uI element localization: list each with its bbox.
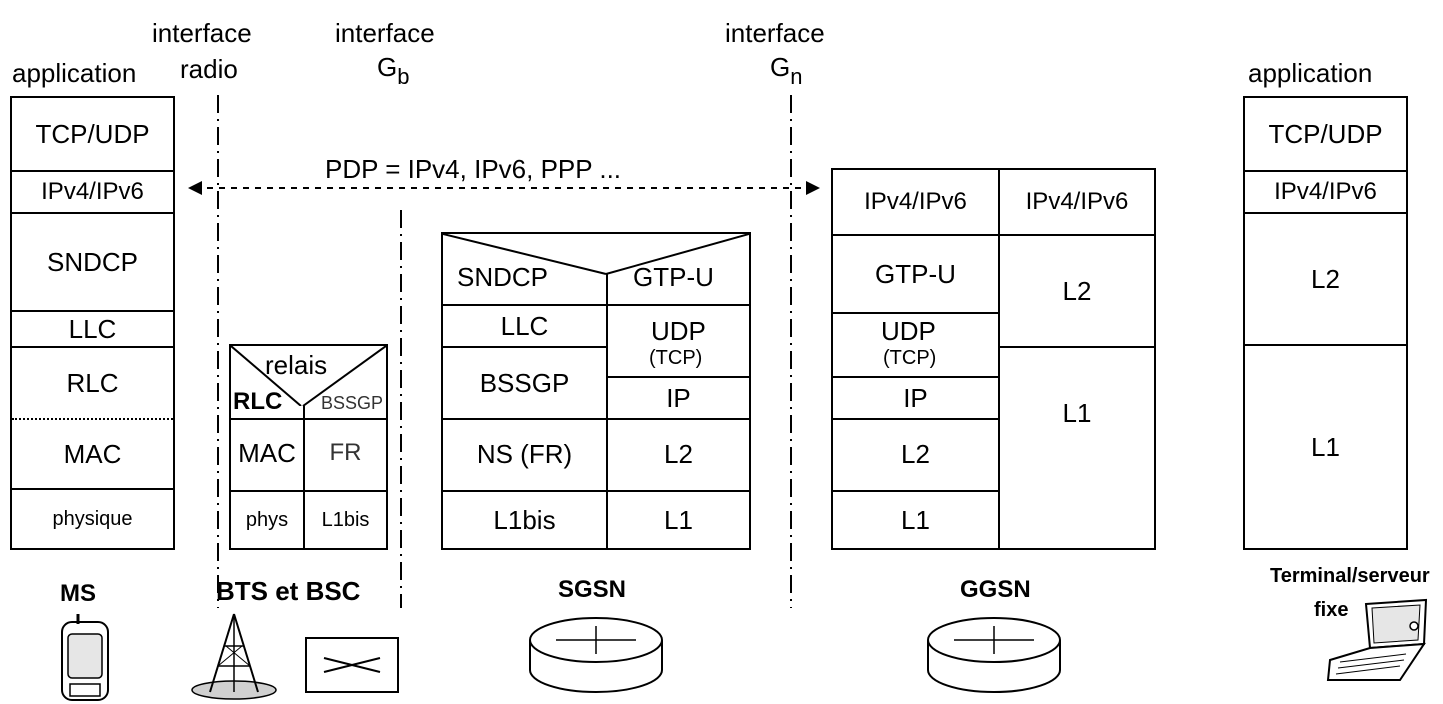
bts-layer-l1bis: L1bis xyxy=(321,508,370,531)
interface-gn-label-1: interface xyxy=(725,18,825,48)
ms-layer-physique: physique xyxy=(52,507,133,530)
divider xyxy=(608,376,749,378)
divider xyxy=(833,234,1154,236)
divider xyxy=(12,346,173,348)
divider xyxy=(443,418,749,420)
interface-gb-subscript: b xyxy=(397,64,410,89)
sgsn-layer-gtp-u: GTP-U xyxy=(633,262,714,292)
ms-application-label: application xyxy=(12,58,137,88)
ggsn-left-layer-l2: L2 xyxy=(901,438,930,469)
divider xyxy=(303,406,305,548)
divider xyxy=(833,418,998,420)
ms-layer-ip: IPv4/IPv6 xyxy=(41,178,144,205)
terminal-application-label: application xyxy=(1248,58,1373,88)
terminal-name-line-2: fixe xyxy=(1314,599,1349,621)
bts-layer-rlc: RLC xyxy=(233,388,283,415)
interface-gn-subscript: n xyxy=(790,64,803,89)
ms-layer-tcp-udp: TCP/UDP xyxy=(35,118,150,149)
ggsn-right-layer-l2: L2 xyxy=(1062,275,1092,306)
ms-layer-mac: MAC xyxy=(63,438,122,469)
divider xyxy=(1245,344,1406,346)
divider xyxy=(833,376,998,378)
interface-radio-label-2: radio xyxy=(180,54,238,84)
bts-relais-label: relais xyxy=(265,350,328,380)
sgsn-layer-l2: L2 xyxy=(664,438,693,469)
ggsn-router-icon xyxy=(927,617,1061,693)
divider-dotted xyxy=(12,418,173,420)
mobile-phone-icon xyxy=(61,614,109,701)
interface-radio-label-1: interface xyxy=(152,18,252,48)
sgsn-name: SGSN xyxy=(558,576,627,603)
terminal-layer-l1: L1 xyxy=(1311,431,1340,462)
ggsn-stack: IPv4/IPv6 IPv4/IPv6 GTP-U L2 UDP (TCP) I… xyxy=(831,168,1156,550)
ggsn-layer-tcp: (TCP) xyxy=(883,347,937,369)
sgsn-layer-ns-fr: NS (FR) xyxy=(476,438,573,469)
relais-triangle xyxy=(231,346,386,406)
divider xyxy=(443,490,749,492)
ggsn-layer-ip: IP xyxy=(903,382,928,413)
sgsn-router-icon xyxy=(529,617,663,693)
divider xyxy=(606,274,608,548)
terminal-layer-ip: IPv4/IPv6 xyxy=(1274,178,1377,205)
divider xyxy=(1000,346,1154,348)
ms-stack: TCP/UDP IPv4/IPv6 SNDCP LLC RLC MAC phys… xyxy=(10,96,175,550)
pdp-label: PDP = IPv4, IPv6, PPP ... xyxy=(325,154,622,184)
sgsn-layer-tcp: (TCP) xyxy=(649,347,703,369)
bts-stack: relais RLC BSSGP MAC FR phys L1bis xyxy=(229,344,388,550)
bts-layer-mac: MAC xyxy=(238,437,296,468)
interface-gn-label-2: Gn xyxy=(770,54,802,88)
pdp-arrow-left-head xyxy=(188,181,202,195)
divider xyxy=(833,312,998,314)
bts-layer-phys: phys xyxy=(245,508,289,531)
divider xyxy=(12,488,173,490)
antenna-tower-icon xyxy=(191,613,277,700)
divider xyxy=(12,212,173,214)
divider xyxy=(443,304,749,306)
divider xyxy=(12,310,173,312)
divider xyxy=(12,170,173,172)
ggsn-right-layer-l1: L1 xyxy=(1062,397,1092,428)
terminal-layer-tcp-udp: TCP/UDP xyxy=(1268,118,1383,149)
interface-gb-letter: G xyxy=(377,52,398,82)
ms-layer-sndcp: SNDCP xyxy=(46,246,138,277)
bts-layer-fr: FR xyxy=(329,439,362,466)
sgsn-stack: SNDCP GTP-U LLC UDP (TCP) BSSGP IP NS (F… xyxy=(441,232,751,550)
sgsn-relay-triangle xyxy=(443,234,749,275)
bts-layer-bssgp: BSSGP xyxy=(321,393,384,413)
divider xyxy=(443,346,606,348)
bts-name: BTS et BSC xyxy=(216,576,361,606)
sgsn-layer-l1bis: L1bis xyxy=(493,504,556,535)
ggsn-layer-gtp-u: GTP-U xyxy=(875,258,956,289)
ms-layer-llc: LLC xyxy=(68,313,117,344)
sgsn-layer-sndcp: SNDCP xyxy=(457,262,549,292)
interface-gb-label-2: Gb xyxy=(377,54,409,88)
divider xyxy=(1245,212,1406,214)
terminal-stack: TCP/UDP IPv4/IPv6 L2 L1 xyxy=(1243,96,1408,550)
sgsn-layer-ip: IP xyxy=(666,382,691,413)
ggsn-layer-udp: UDP xyxy=(881,316,936,346)
divider xyxy=(998,170,1000,548)
ggsn-right-layer-ip: IPv4/IPv6 xyxy=(1025,188,1129,215)
bsc-equipment-icon xyxy=(305,637,399,693)
pdp-arrow-right-head xyxy=(806,181,820,195)
sgsn-layer-llc: LLC xyxy=(500,310,549,341)
interface-gn-letter: G xyxy=(770,52,791,82)
ggsn-left-layer-ip: IPv4/IPv6 xyxy=(864,188,967,215)
ms-layer-rlc: RLC xyxy=(66,367,119,398)
sgsn-layer-udp: UDP xyxy=(651,316,706,346)
divider xyxy=(1245,170,1406,172)
terminal-name-line-1: Terminal/serveur xyxy=(1270,565,1430,587)
sgsn-layer-l1: L1 xyxy=(664,504,693,535)
divider xyxy=(231,418,386,420)
interface-gb-label-1: interface xyxy=(335,18,435,48)
laptop-icon xyxy=(1326,598,1428,681)
ms-name: MS xyxy=(60,580,96,607)
ggsn-name: GGSN xyxy=(960,576,1031,603)
terminal-layer-l2: L2 xyxy=(1311,263,1340,294)
sgsn-layer-bssgp: BSSGP xyxy=(479,367,570,398)
ggsn-left-layer-l1: L1 xyxy=(901,504,930,535)
divider xyxy=(833,490,998,492)
divider xyxy=(231,490,386,492)
